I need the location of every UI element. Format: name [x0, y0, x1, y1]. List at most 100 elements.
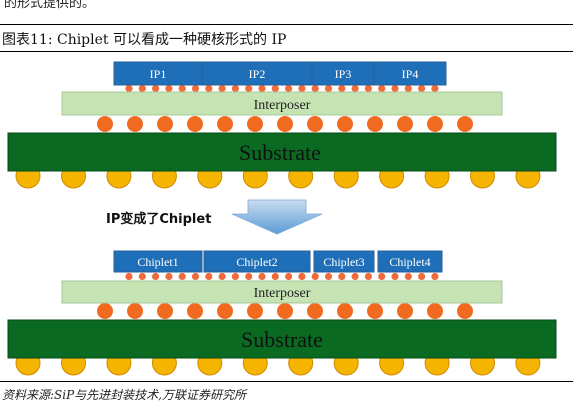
c4-bump — [247, 116, 263, 132]
microbump — [418, 272, 426, 281]
c4-bump — [337, 303, 353, 319]
c4-bump — [367, 116, 383, 132]
c4-bump — [427, 303, 443, 319]
microbump — [165, 272, 173, 281]
microbump — [271, 84, 279, 93]
top-substrate-label: Substrate — [239, 140, 321, 165]
bottom-microbumps — [125, 272, 439, 281]
microbump — [245, 84, 253, 93]
source-note: 资料来源:SiP与先进封装技术,万联证券研究所 — [2, 388, 246, 402]
microbump — [431, 84, 439, 93]
c4-bump — [127, 116, 143, 132]
microbump — [191, 84, 200, 93]
top-c4-bumps — [97, 116, 473, 132]
microbump — [311, 272, 319, 281]
microbump — [218, 84, 226, 93]
microbump — [364, 272, 372, 281]
microbump — [298, 272, 306, 281]
c4-bump — [97, 116, 113, 132]
bottom-chiplet-3-label: Chiplet3 — [323, 255, 364, 269]
bottom-substrate — [7, 319, 557, 359]
microbump — [404, 84, 412, 93]
microbump — [285, 272, 293, 281]
microbump — [324, 84, 333, 93]
top-chip-ip3-label: IP3 — [335, 67, 352, 81]
source-top-rule — [0, 381, 573, 382]
caption-top-rule — [0, 24, 573, 25]
c4-bump — [427, 116, 443, 132]
microbump — [338, 84, 346, 93]
top-chip-ip2-label: IP2 — [249, 67, 266, 81]
transition-label: IP变成了Chiplet — [106, 211, 211, 227]
page-top-text: 的形式提供的。 — [4, 0, 96, 11]
c4-bump — [307, 116, 323, 132]
microbump — [152, 84, 160, 93]
microbump — [391, 84, 399, 93]
c4-bump — [457, 303, 473, 319]
microbump — [351, 272, 359, 281]
bottom-interposer-label: Interposer — [254, 286, 311, 301]
microbump — [231, 272, 239, 281]
c4-bump — [307, 303, 323, 319]
microbump — [165, 84, 173, 93]
caption-bottom-rule — [0, 51, 573, 52]
top-interposer-label: Interposer — [254, 98, 311, 113]
microbump — [285, 84, 293, 93]
microbump — [178, 272, 186, 281]
c4-bump — [157, 116, 173, 132]
microbump — [351, 84, 359, 93]
c4-bump — [397, 303, 413, 319]
bottom-chiplet-2 — [203, 250, 311, 273]
microbump — [152, 272, 160, 281]
microbump — [231, 84, 239, 93]
microbump — [311, 84, 319, 93]
bottom-substrate-label: Substrate — [241, 327, 323, 352]
microbump — [258, 272, 266, 281]
microbump — [191, 272, 200, 281]
microbump — [178, 84, 186, 93]
bottom-stack: Substrate Interposer Chiplet1 Chiplet2 C… — [7, 250, 557, 376]
bottom-chiplet-1 — [113, 250, 203, 273]
top-microbumps — [125, 84, 439, 93]
microbump — [205, 84, 213, 93]
microbump — [271, 272, 279, 281]
c4-bump — [217, 116, 233, 132]
c4-bump — [127, 303, 143, 319]
down-arrow-icon — [231, 199, 323, 235]
c4-bump — [367, 303, 383, 319]
top-chip-ip4 — [373, 61, 447, 86]
microbump — [378, 84, 386, 93]
microbump — [125, 272, 133, 281]
top-substrate — [7, 132, 557, 172]
microbump — [431, 272, 439, 281]
bottom-c4-bumps — [97, 303, 473, 319]
c4-bump — [97, 303, 113, 319]
microbump — [324, 272, 333, 281]
microbump — [418, 84, 426, 93]
bottom-chiplet-3 — [313, 250, 375, 273]
microbump — [138, 84, 146, 93]
bottom-chiplet-2-label: Chiplet2 — [236, 255, 277, 269]
c4-bump — [217, 303, 233, 319]
c4-bump — [247, 303, 263, 319]
transition-arrow: IP变成了Chiplet — [106, 199, 323, 235]
top-chip-ip1-label: IP1 — [150, 67, 167, 81]
c4-bump — [157, 303, 173, 319]
microbump — [298, 84, 306, 93]
microbump — [218, 272, 226, 281]
bottom-chiplet-4-label: Chiplet4 — [389, 255, 430, 269]
c4-bump — [187, 303, 203, 319]
figure-caption: 图表11: Chiplet 可以看成一种硬核形式的 IP — [2, 32, 287, 48]
bottom-interposer — [61, 280, 503, 304]
bottom-chiplet-4 — [377, 250, 443, 273]
microbump — [245, 272, 253, 281]
c4-bump — [187, 116, 203, 132]
bottom-chiplet-1-label: Chiplet1 — [137, 255, 178, 269]
top-interposer — [61, 91, 503, 116]
microbump — [378, 272, 386, 281]
microbump — [258, 84, 266, 93]
top-stack: Substrate Interposer IP1 IP2 IP3 IP4 — [7, 61, 557, 189]
top-chip-ip4-label: IP4 — [402, 67, 419, 81]
microbump — [138, 272, 146, 281]
